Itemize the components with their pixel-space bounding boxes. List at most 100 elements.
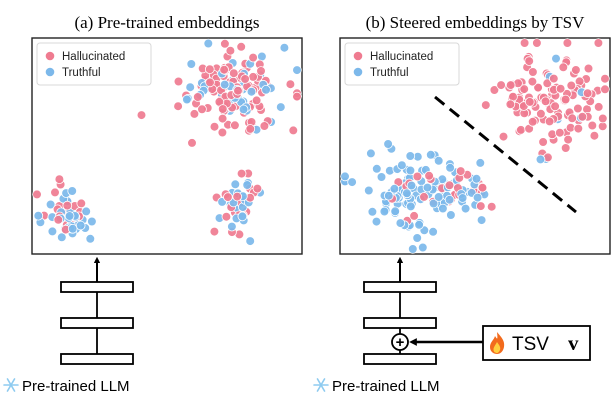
llm-layer-bottom	[60, 353, 134, 365]
truthful-point	[366, 148, 376, 159]
hallucinated-point	[516, 125, 526, 135]
llm-layer-middle	[363, 317, 437, 329]
truthful-point	[203, 38, 214, 49]
panel-b-model-label: Pre-trained LLM	[332, 378, 440, 395]
hallucinated-point	[524, 56, 534, 66]
truthful-point	[230, 179, 241, 190]
truthful-point	[412, 233, 423, 243]
hallucinated-point	[285, 79, 296, 89]
hallucinated-point	[251, 95, 262, 106]
truthful-point	[47, 226, 58, 237]
hallucinated-point	[573, 103, 583, 114]
hallucinated-point	[248, 72, 258, 82]
truthful-point	[292, 65, 302, 75]
truthful-point	[438, 203, 448, 214]
hallucinated-point	[32, 189, 42, 200]
hallucinated-point	[217, 127, 228, 138]
hallucinated-point	[566, 80, 577, 91]
legend-label-truthful: Truthful	[62, 67, 101, 79]
panel-a-model-label: Pre-trained LLM	[22, 378, 130, 395]
hallucinated-point	[217, 113, 228, 124]
hallucinated-point	[220, 38, 230, 49]
legend-marker-hallucinated	[45, 51, 55, 61]
hallucinated-point	[218, 104, 228, 114]
hallucinated-point	[560, 94, 571, 105]
truthful-point	[390, 206, 401, 217]
hallucinated-point	[489, 85, 500, 95]
hallucinated-point	[223, 192, 233, 202]
legend-marker-truthful	[353, 67, 363, 77]
snowflake-icon	[3, 378, 19, 392]
hallucinated-point	[573, 123, 584, 134]
hallucinated-point	[187, 138, 197, 148]
llm-layer-bottom	[363, 353, 437, 365]
hallucinated-point	[558, 62, 569, 73]
hallucinated-point	[230, 120, 240, 131]
hallucinated-point	[600, 84, 610, 95]
truthful-point	[383, 139, 393, 149]
hallucinated-point	[209, 121, 220, 132]
hallucinated-point	[527, 76, 538, 87]
hallucinated-point	[486, 201, 497, 212]
hallucinated-point	[240, 74, 250, 84]
truthful-point	[551, 53, 561, 64]
hallucinated-point	[248, 52, 258, 63]
hallucinated-point	[53, 215, 64, 225]
hallucinated-point	[550, 101, 560, 112]
panel-a-title: (a) Pre-trained embeddings	[74, 13, 259, 32]
hallucinated-point	[536, 109, 546, 119]
add-operator-symbol: +	[396, 334, 405, 351]
truthful-point	[81, 206, 91, 217]
truthful-point	[261, 85, 271, 95]
legend-marker-hallucinated	[353, 51, 363, 61]
hallucinated-point	[136, 110, 147, 120]
tsv-box: TSV v	[482, 325, 591, 361]
truthful-point	[245, 236, 256, 246]
legend-marker-truthful	[45, 67, 55, 77]
hallucinated-point	[259, 121, 270, 131]
hallucinated-point	[519, 38, 530, 48]
truthful-point	[395, 218, 406, 228]
hallucinated-point	[527, 117, 538, 127]
truthful-point	[425, 150, 436, 160]
hallucinated-point	[236, 41, 247, 52]
hallucinated-point	[292, 91, 302, 102]
hallucinated-point	[50, 187, 60, 198]
legend-label-hallucinated: Hallucinated	[62, 51, 125, 63]
truthful-point	[422, 182, 433, 193]
hallucinated-point	[532, 38, 542, 48]
truthful-point	[445, 163, 455, 173]
hallucinated-point	[571, 65, 581, 75]
legend-label-truthful: Truthful	[370, 67, 409, 79]
hallucinated-point	[597, 113, 608, 124]
truthful-point	[67, 224, 78, 234]
truthful-point	[402, 188, 412, 199]
hallucinated-point	[582, 88, 593, 98]
truthful-point	[407, 244, 418, 254]
hallucinated-point	[232, 191, 243, 202]
llm-layer-top	[363, 281, 437, 293]
panel-b-legend: Hallucinated Truthful	[344, 42, 460, 86]
hallucinated-point	[577, 112, 588, 122]
truthful-point	[67, 186, 77, 196]
truthful-point	[535, 154, 546, 165]
truthful-point	[371, 216, 382, 227]
hallucinated-point	[193, 92, 203, 102]
panel-b-scatter	[340, 38, 610, 254]
truthful-point	[64, 211, 75, 221]
hallucinated-point	[236, 168, 247, 179]
hallucinated-point	[189, 109, 200, 119]
panel-a-llm-stack	[60, 256, 134, 365]
truthful-point	[476, 215, 487, 225]
legend-box	[36, 42, 152, 86]
hallucinated-point	[593, 102, 604, 112]
truthful-point	[444, 195, 455, 205]
hallucinated-point	[554, 127, 565, 138]
hallucinated-point	[555, 83, 566, 94]
panel-b-title: (b) Steered embeddings by TSV	[366, 13, 585, 32]
hallucinated-point	[245, 124, 256, 134]
hallucinated-point	[76, 198, 87, 209]
hallucinated-point	[524, 97, 535, 107]
hallucinated-point	[288, 125, 299, 136]
